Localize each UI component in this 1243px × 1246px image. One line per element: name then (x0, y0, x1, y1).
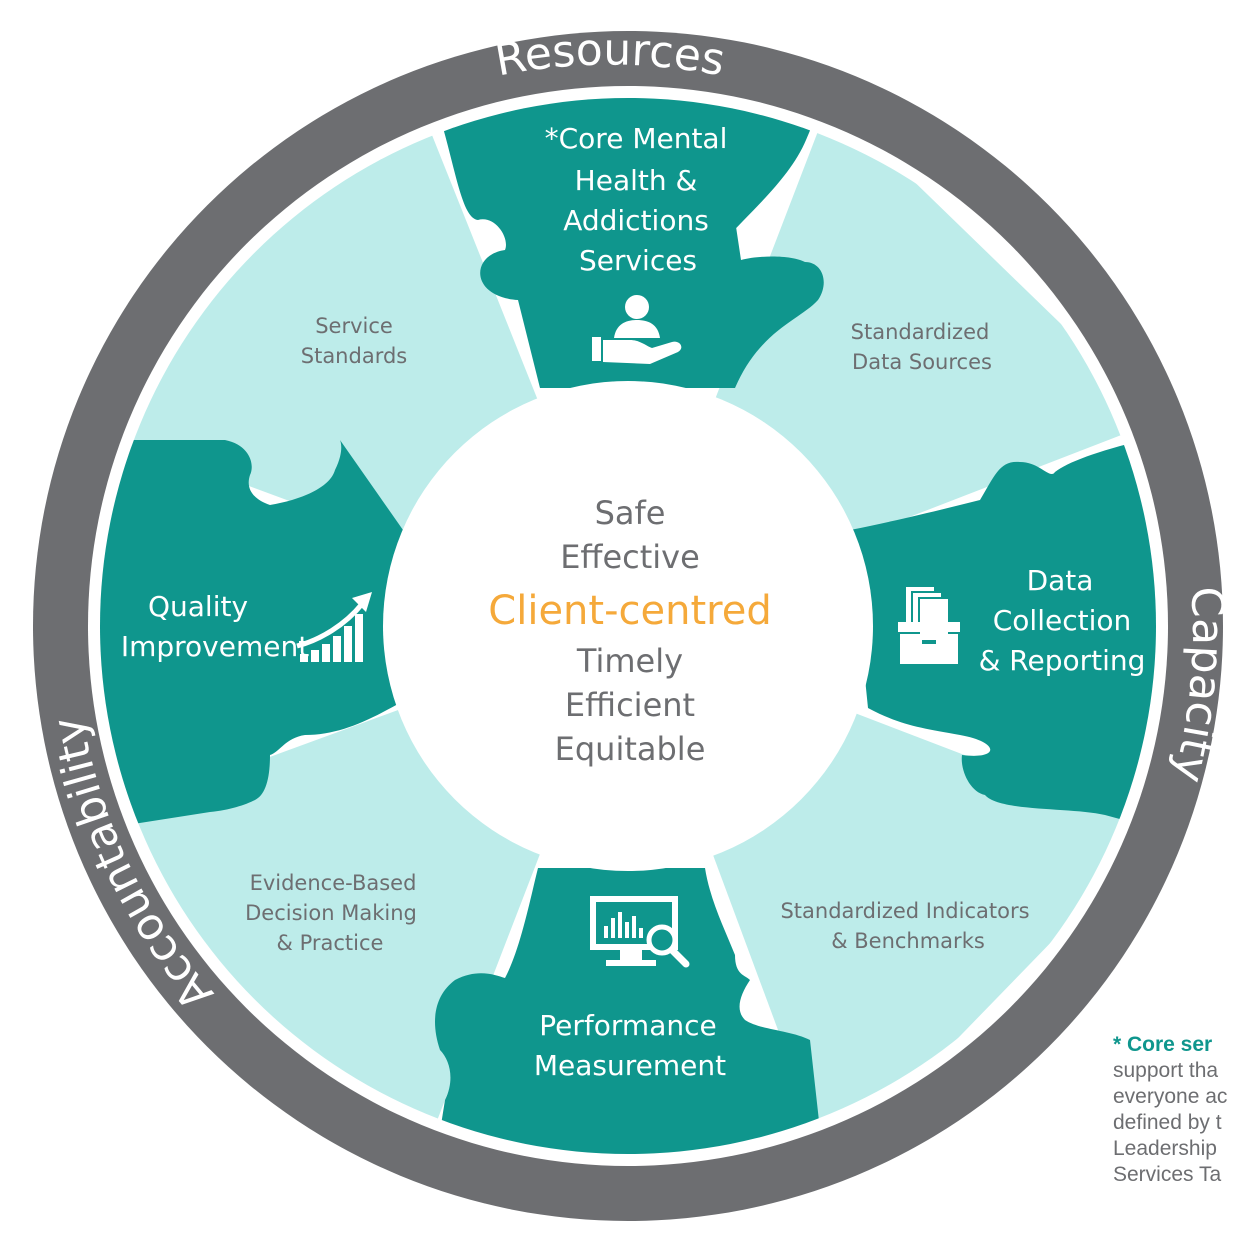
label-data-collection-1: Data (1027, 564, 1094, 597)
label-performance-1: Performance (539, 1009, 716, 1042)
label-core-services-4: Services (579, 244, 697, 277)
center-line-effective: Effective (560, 538, 700, 576)
label-indicators-1: Standardized Indicators (780, 899, 1029, 923)
file-box-icon (898, 585, 960, 664)
center-line-timely: Timely (576, 642, 683, 680)
label-service-standards-2: Standards (301, 344, 407, 368)
label-quality-2: Improvement (121, 630, 309, 663)
label-indicators-2: & Benchmarks (831, 929, 985, 953)
footnote-line: Leadership (1113, 1137, 1217, 1160)
piece-quality-improvement (100, 440, 410, 830)
label-evidence-1: Evidence-Based (250, 871, 417, 895)
label-quality-1: Quality (148, 590, 248, 623)
piece-core-services (433, 98, 825, 388)
label-performance-2: Measurement (534, 1049, 726, 1082)
label-data-collection-3: & Reporting (979, 644, 1146, 677)
label-core-services-2: Health & (575, 164, 698, 197)
center-line-equitable: Equitable (555, 730, 706, 768)
label-core-services-3: Addictions (563, 204, 709, 237)
center-circle (383, 381, 873, 871)
center-line-efficient: Efficient (565, 686, 695, 724)
piece-performance-measurement (433, 868, 825, 1154)
footnote-line: everyone ac (1113, 1085, 1228, 1108)
footnote-line: Services Ta (1113, 1163, 1222, 1186)
label-core-services-1: *Core Mental (545, 122, 728, 155)
footnote-line: defined by t (1113, 1111, 1222, 1134)
center-line-safe: Safe (595, 494, 666, 532)
label-data-sources-1: Standardized (851, 320, 990, 344)
monitor-chart-icon (590, 896, 690, 968)
label-evidence-2: Decision Making (245, 901, 417, 925)
label-service-standards-1: Service (315, 314, 393, 338)
growth-chart-icon (296, 592, 372, 662)
person-hand-icon (592, 295, 682, 364)
footnote-title: * Core ser (1113, 1033, 1213, 1056)
footnote: * Core ser support tha everyone ac defin… (1113, 1032, 1243, 1188)
label-data-sources-2: Data Sources (852, 350, 992, 374)
label-evidence-3: & Practice (277, 931, 384, 955)
center-highlight: Client-centred (488, 588, 771, 634)
piece-data-collection (850, 432, 1156, 830)
footnote-line: support tha (1113, 1059, 1219, 1082)
label-data-collection-2: Collection (993, 604, 1132, 637)
